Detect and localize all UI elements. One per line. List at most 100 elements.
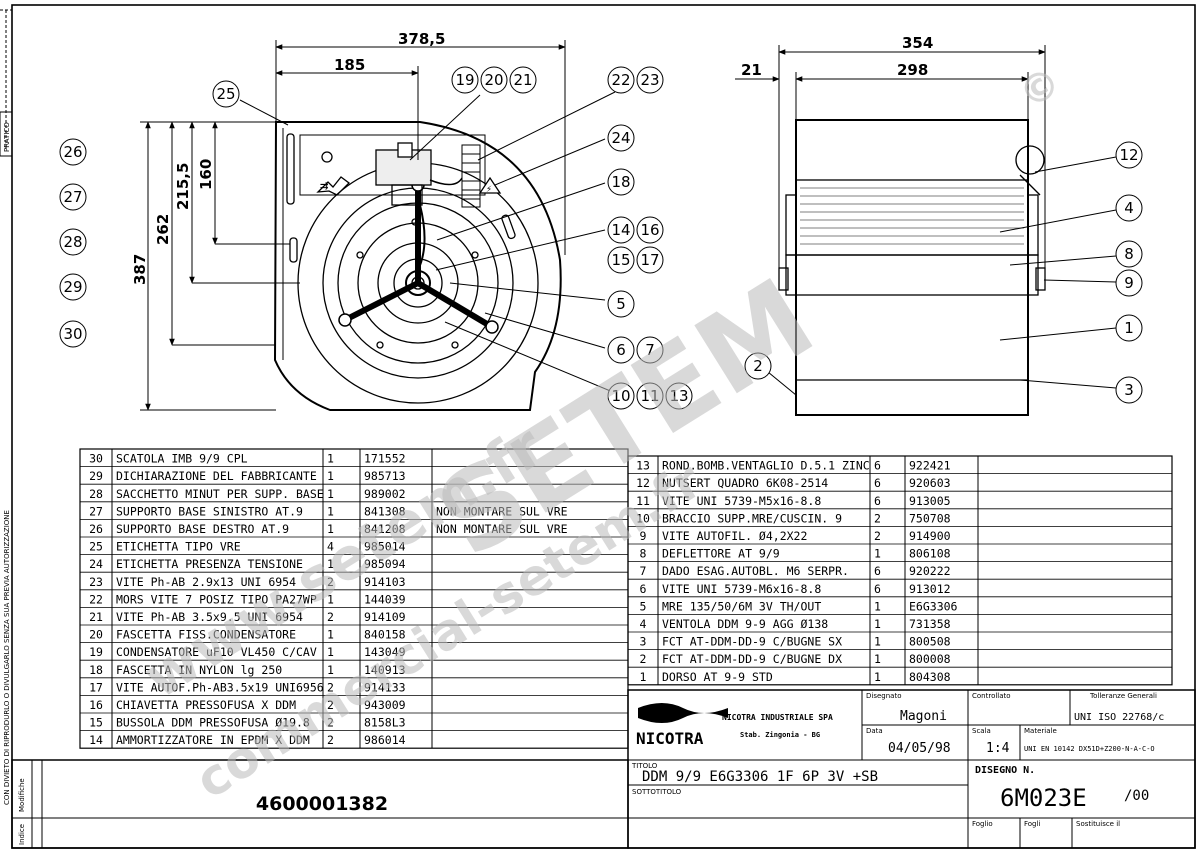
svg-text:10: 10 [611,387,630,405]
parts-cell-code: 841308 [364,504,406,518]
parts-cell-n: 17 [89,680,103,694]
svg-text:17: 17 [640,251,659,269]
svg-text:28: 28 [63,233,82,251]
svg-text:23: 23 [640,71,659,89]
parts-cell-qty: 6 [874,582,881,596]
parts-cell-n: 10 [636,511,650,525]
balloon-9: 9 [1115,269,1143,297]
parts-cell-qty: 1 [874,652,881,666]
dim-width-354: 354 [902,34,933,52]
balloon-13: 13 [665,382,693,410]
parts-cell-desc: ETICHETTA PRESENZA TENSIONE [116,557,303,571]
parts-cell-desc: VITE AUTOFIL. Ø4,2X22 [662,529,807,543]
parts-cell-qty: 1 [874,599,881,613]
disegno-value: 6M023E [1000,784,1087,812]
parts-cell-n: 1 [640,670,647,684]
titolo-value: DDM 9/9 E6G3306 1F 6P 3V +SB [642,769,878,785]
parts-cell-n: 15 [89,716,103,730]
parts-cell-code: 840158 [364,628,406,642]
balloon-25: 25 [212,80,240,108]
parts-cell-code: 989002 [364,487,406,501]
scala-value: 1:4 [986,741,1010,756]
balloon-8: 8 [1115,240,1143,268]
titolo-label: TITOLO [631,762,658,770]
parts-cell-code: 913012 [909,582,951,596]
parts-row: 6 VITE UNI 5739-M6x16-8.8 6 913012 [628,578,1172,596]
balloon-11: 11 [636,382,664,410]
parts-cell-n: 6 [640,582,647,596]
parts-cell-desc: VITE UNI 5739-M5x16-8.8 [662,494,821,508]
parts-cell-qty: 1 [327,628,334,642]
parts-cell-n: 26 [89,522,103,536]
front-view-balloons: 25 19 20 21 22 23 24 18 14 16 15 17 5 6 … [59,66,693,410]
parts-cell-desc: ETICHETTA TIPO VRE [116,540,241,554]
svg-text:4: 4 [1124,199,1134,217]
parts-cell-n: 19 [89,645,103,659]
foglio-label: Foglio [972,820,993,828]
parts-cell-qty: 2 [874,511,881,525]
parts-cell-desc: SACCHETTO MINUT PER SUPP. BASE [116,487,324,501]
pratico-label: PRATICO [3,122,11,152]
parts-cell-code: 914103 [364,575,406,589]
fogli-label: Fogli [1024,820,1040,828]
nicotra-logo: NICOTRA [636,703,728,748]
parts-cell-n: 4 [640,617,647,631]
svg-text:20: 20 [484,71,503,89]
parts-cell-qty: 6 [874,459,881,473]
parts-cell-qty: 1 [874,547,881,561]
company-name: NICOTRA INDUSTRIALE SPA [722,713,833,722]
balloon-18: 18 [607,168,635,196]
svg-text:6: 6 [616,341,626,359]
svg-text:16: 16 [640,221,659,239]
parts-cell-n: 29 [89,469,103,483]
parts-cell-n: 7 [640,564,647,578]
parts-cell-qty: 6 [874,476,881,490]
svg-text:⚡: ⚡ [486,184,492,195]
copyright-notice: CON DIVIETO DI RIPRODURLO O DIVULGARLO S… [3,510,11,805]
dim-height-387: 387 [131,254,149,285]
dim-width-298: 298 [897,61,928,79]
parts-cell-desc: DORSO AT 9-9 STD [662,670,773,684]
balloon-27: 27 [59,183,87,211]
dim-height-215: 215,5 [174,163,192,210]
balloon-7: 7 [636,336,664,364]
parts-cell-desc: VITE UNI 5739-M6x16-8.8 [662,582,821,596]
parts-cell-code: 920222 [909,564,951,578]
parts-cell-code: 140913 [364,663,406,677]
balloon-1: 1 [1115,314,1143,342]
svg-text:1: 1 [1124,319,1134,337]
parts-cell-desc: SUPPORTO BASE DESTRO AT.9 [116,522,289,536]
parts-cell-code: 985094 [364,557,406,571]
balloon-30: 30 [59,320,87,348]
parts-cell-code: 985713 [364,469,406,483]
parts-cell-desc: VITE Ph-AB 3.5x9.5 UNI 6954 [116,610,303,624]
balloon-2: 2 [744,352,772,380]
parts-cell-n: 3 [640,635,647,649]
svg-text:12: 12 [1119,146,1138,164]
balloon-16: 16 [636,216,664,244]
dim-height-160: 160 [197,159,215,190]
side-view-balloons: 12 4 8 9 1 3 2 [744,141,1143,404]
parts-cell-code: 920603 [909,476,951,490]
parts-cell-n: 8 [640,547,647,561]
parts-cell-desc: BUSSOLA DDM PRESSOFUSA Ø19.8 [116,716,310,730]
parts-cell-note: NON MONTARE SUL VRE [436,504,568,518]
parts-cell-qty: 1 [874,635,881,649]
parts-cell-desc: SCATOLA IMB 9/9 CPL [116,452,248,466]
dim-height-262: 262 [154,214,172,245]
data-label: Data [866,727,883,735]
parts-cell-desc: FASCETTA IN NYLON lg 250 [116,663,282,677]
parts-cell-qty: 1 [327,504,334,518]
